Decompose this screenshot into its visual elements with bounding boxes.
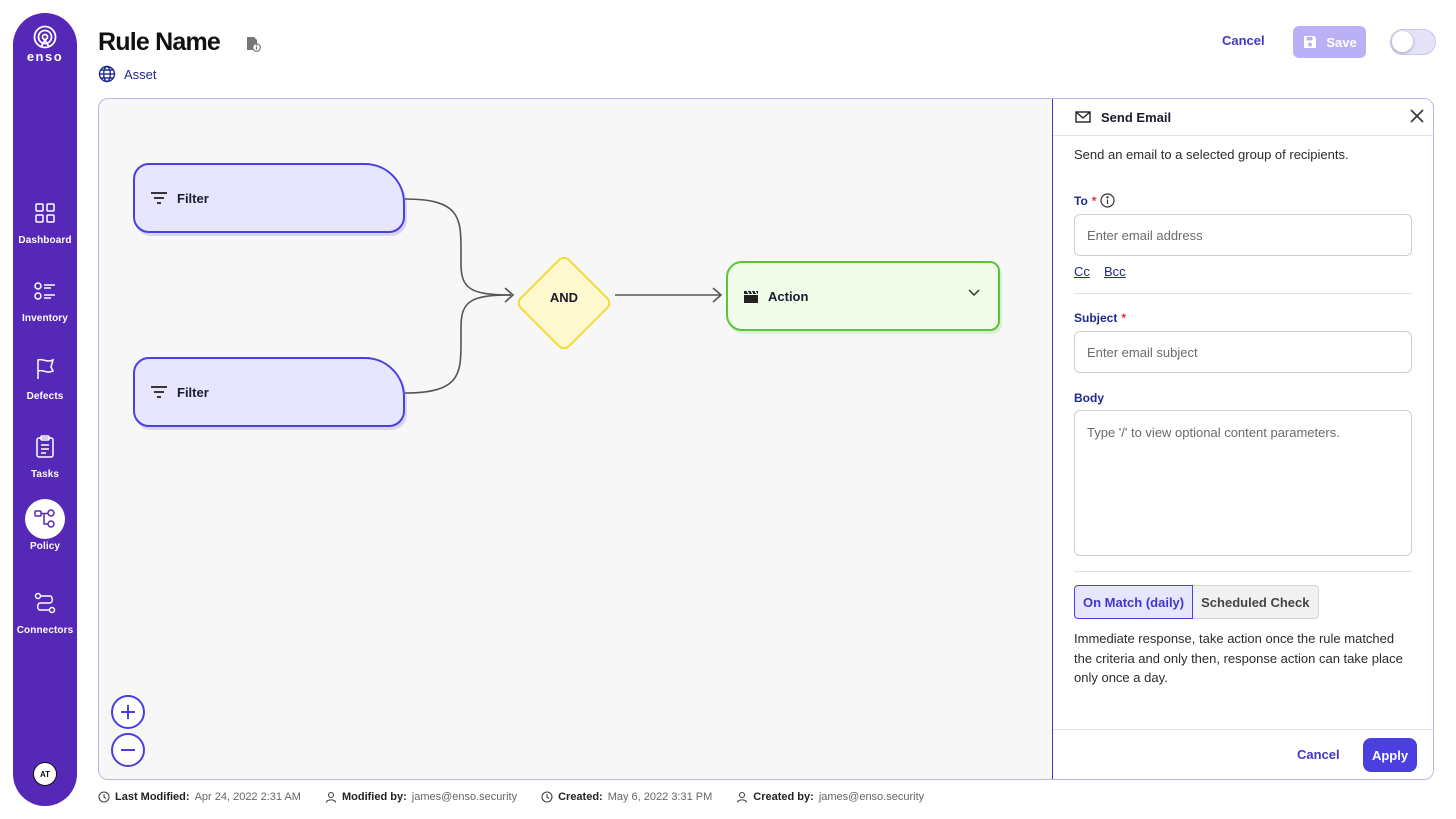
- meta-label: Created:: [558, 791, 603, 803]
- dashboard-icon: [25, 193, 65, 233]
- save-label: Save: [1326, 34, 1357, 50]
- cc-link[interactable]: Cc: [1074, 264, 1090, 279]
- last-modified: Last Modified: Apr 24, 2022 2:31 AM: [98, 791, 301, 803]
- asset-link[interactable]: Asset: [98, 65, 157, 83]
- body-label: Body: [1074, 391, 1104, 405]
- sidebar-item-connectors[interactable]: Connectors: [13, 583, 77, 636]
- enso-logo-icon: [33, 25, 57, 49]
- sidebar-item-label: Inventory: [22, 313, 68, 324]
- meta-label: Modified by:: [341, 791, 407, 803]
- divider: [1074, 571, 1412, 572]
- sidebar-item-label: Policy: [29, 541, 61, 552]
- asset-label: Asset: [124, 66, 157, 82]
- created: Created: May 6, 2022 3:31 PM: [541, 791, 712, 803]
- rule-enabled-toggle[interactable]: [1390, 29, 1436, 55]
- clipboard-icon: [25, 427, 65, 467]
- panel-title: Send Email: [1101, 109, 1172, 125]
- close-icon[interactable]: [1409, 108, 1425, 124]
- flag-icon: [25, 349, 65, 389]
- connector-lines: [404, 198, 723, 394]
- panel-description: Send an email to a selected group of rec…: [1074, 147, 1349, 162]
- meta-label: Created by:: [753, 791, 814, 803]
- send-email-panel: Send Email Send an email to a selected g…: [1052, 99, 1433, 779]
- rule-canvas[interactable]: Filter Filter AND Action: [98, 98, 1434, 780]
- to-label: To*: [1074, 193, 1116, 208]
- globe-icon: [98, 65, 116, 83]
- page-title: Rule Name: [98, 28, 221, 56]
- clock-icon: [541, 791, 553, 803]
- policy-icon: [25, 499, 65, 539]
- info-icon[interactable]: [1100, 193, 1116, 208]
- meta-label: Last Modified:: [115, 791, 190, 803]
- filter-icon: [151, 192, 167, 204]
- meta-value: May 6, 2022 3:31 PM: [607, 791, 713, 803]
- avatar[interactable]: AT: [33, 762, 57, 786]
- zoom-out-button[interactable]: [111, 733, 145, 767]
- node-label: Filter: [177, 190, 209, 206]
- toggle-knob: [1392, 31, 1413, 52]
- sidebar-item-inventory[interactable]: Inventory: [13, 271, 77, 324]
- cancel-button[interactable]: Cancel: [1222, 33, 1265, 48]
- sidebar-item-label: Connectors: [16, 625, 74, 636]
- divider: [1074, 293, 1412, 294]
- subject-label-text: Subject: [1074, 311, 1118, 325]
- sidebar-item-label: Dashboard: [18, 235, 72, 246]
- plus-icon: [121, 705, 135, 719]
- bcc-link[interactable]: Bcc: [1104, 264, 1126, 279]
- logo[interactable]: enso: [13, 25, 77, 64]
- user-icon: [325, 791, 337, 803]
- node-label: Action: [768, 288, 809, 304]
- rule-metadata: Last Modified: Apr 24, 2022 2:31 AM Modi…: [98, 791, 948, 803]
- floppy-disk-icon: [1304, 36, 1317, 48]
- sidebar-item-dashboard[interactable]: Dashboard: [13, 193, 77, 246]
- filter-icon: [151, 386, 167, 398]
- filter-node-1[interactable]: Filter: [133, 163, 405, 233]
- created-by: Created by: james@enso.security: [736, 791, 924, 803]
- subject-input[interactable]: [1074, 331, 1412, 373]
- sidebar-item-tasks[interactable]: Tasks: [13, 427, 77, 480]
- sidebar: enso Dashboard Inventory Defects: [13, 13, 77, 806]
- divider: [1053, 729, 1433, 730]
- meta-value: Apr 24, 2022 2:31 AM: [194, 791, 301, 803]
- required-marker: *: [1121, 311, 1127, 325]
- apply-button[interactable]: Apply: [1363, 738, 1417, 772]
- to-email-input[interactable]: [1074, 214, 1412, 256]
- zoom-in-button[interactable]: [111, 695, 145, 729]
- modified-by: Modified by: james@enso.security: [325, 791, 517, 803]
- body-label-text: Body: [1074, 391, 1104, 405]
- document-info-icon[interactable]: [245, 36, 261, 52]
- sidebar-item-defects[interactable]: Defects: [13, 349, 77, 402]
- subject-label: Subject*: [1074, 311, 1126, 325]
- trigger-mode-description: Immediate response, take action once the…: [1074, 631, 1403, 685]
- sidebar-item-label: Tasks: [30, 469, 60, 480]
- minus-icon: [121, 749, 135, 751]
- tab-scheduled-check[interactable]: Scheduled Check: [1193, 585, 1319, 619]
- required-marker: *: [1091, 193, 1097, 208]
- trigger-mode-tabs: On Match (daily) Scheduled Check: [1074, 585, 1319, 619]
- clapperboard-icon: [744, 290, 758, 303]
- node-label: Filter: [177, 384, 209, 400]
- sidebar-item-policy[interactable]: Policy: [13, 499, 77, 552]
- action-node[interactable]: Action: [726, 261, 1000, 331]
- sidebar-item-label: Defects: [26, 391, 64, 402]
- save-button[interactable]: Save: [1293, 26, 1366, 58]
- logo-text: enso: [26, 49, 64, 64]
- panel-header: Send Email: [1053, 99, 1433, 136]
- tab-on-match-daily[interactable]: On Match (daily): [1074, 585, 1194, 619]
- panel-cancel-button[interactable]: Cancel: [1297, 747, 1340, 762]
- inventory-icon: [25, 271, 65, 311]
- connectors-icon: [25, 583, 65, 623]
- user-icon: [737, 791, 748, 803]
- filter-node-2[interactable]: Filter: [133, 357, 405, 427]
- meta-value: james@enso.security: [818, 791, 925, 803]
- chevron-down-icon[interactable]: [968, 289, 980, 297]
- envelope-icon: [1075, 111, 1091, 123]
- body-textarea[interactable]: [1074, 410, 1412, 556]
- clock-icon: [98, 791, 110, 803]
- to-label-text: To: [1074, 193, 1088, 208]
- meta-value: james@enso.security: [411, 791, 518, 803]
